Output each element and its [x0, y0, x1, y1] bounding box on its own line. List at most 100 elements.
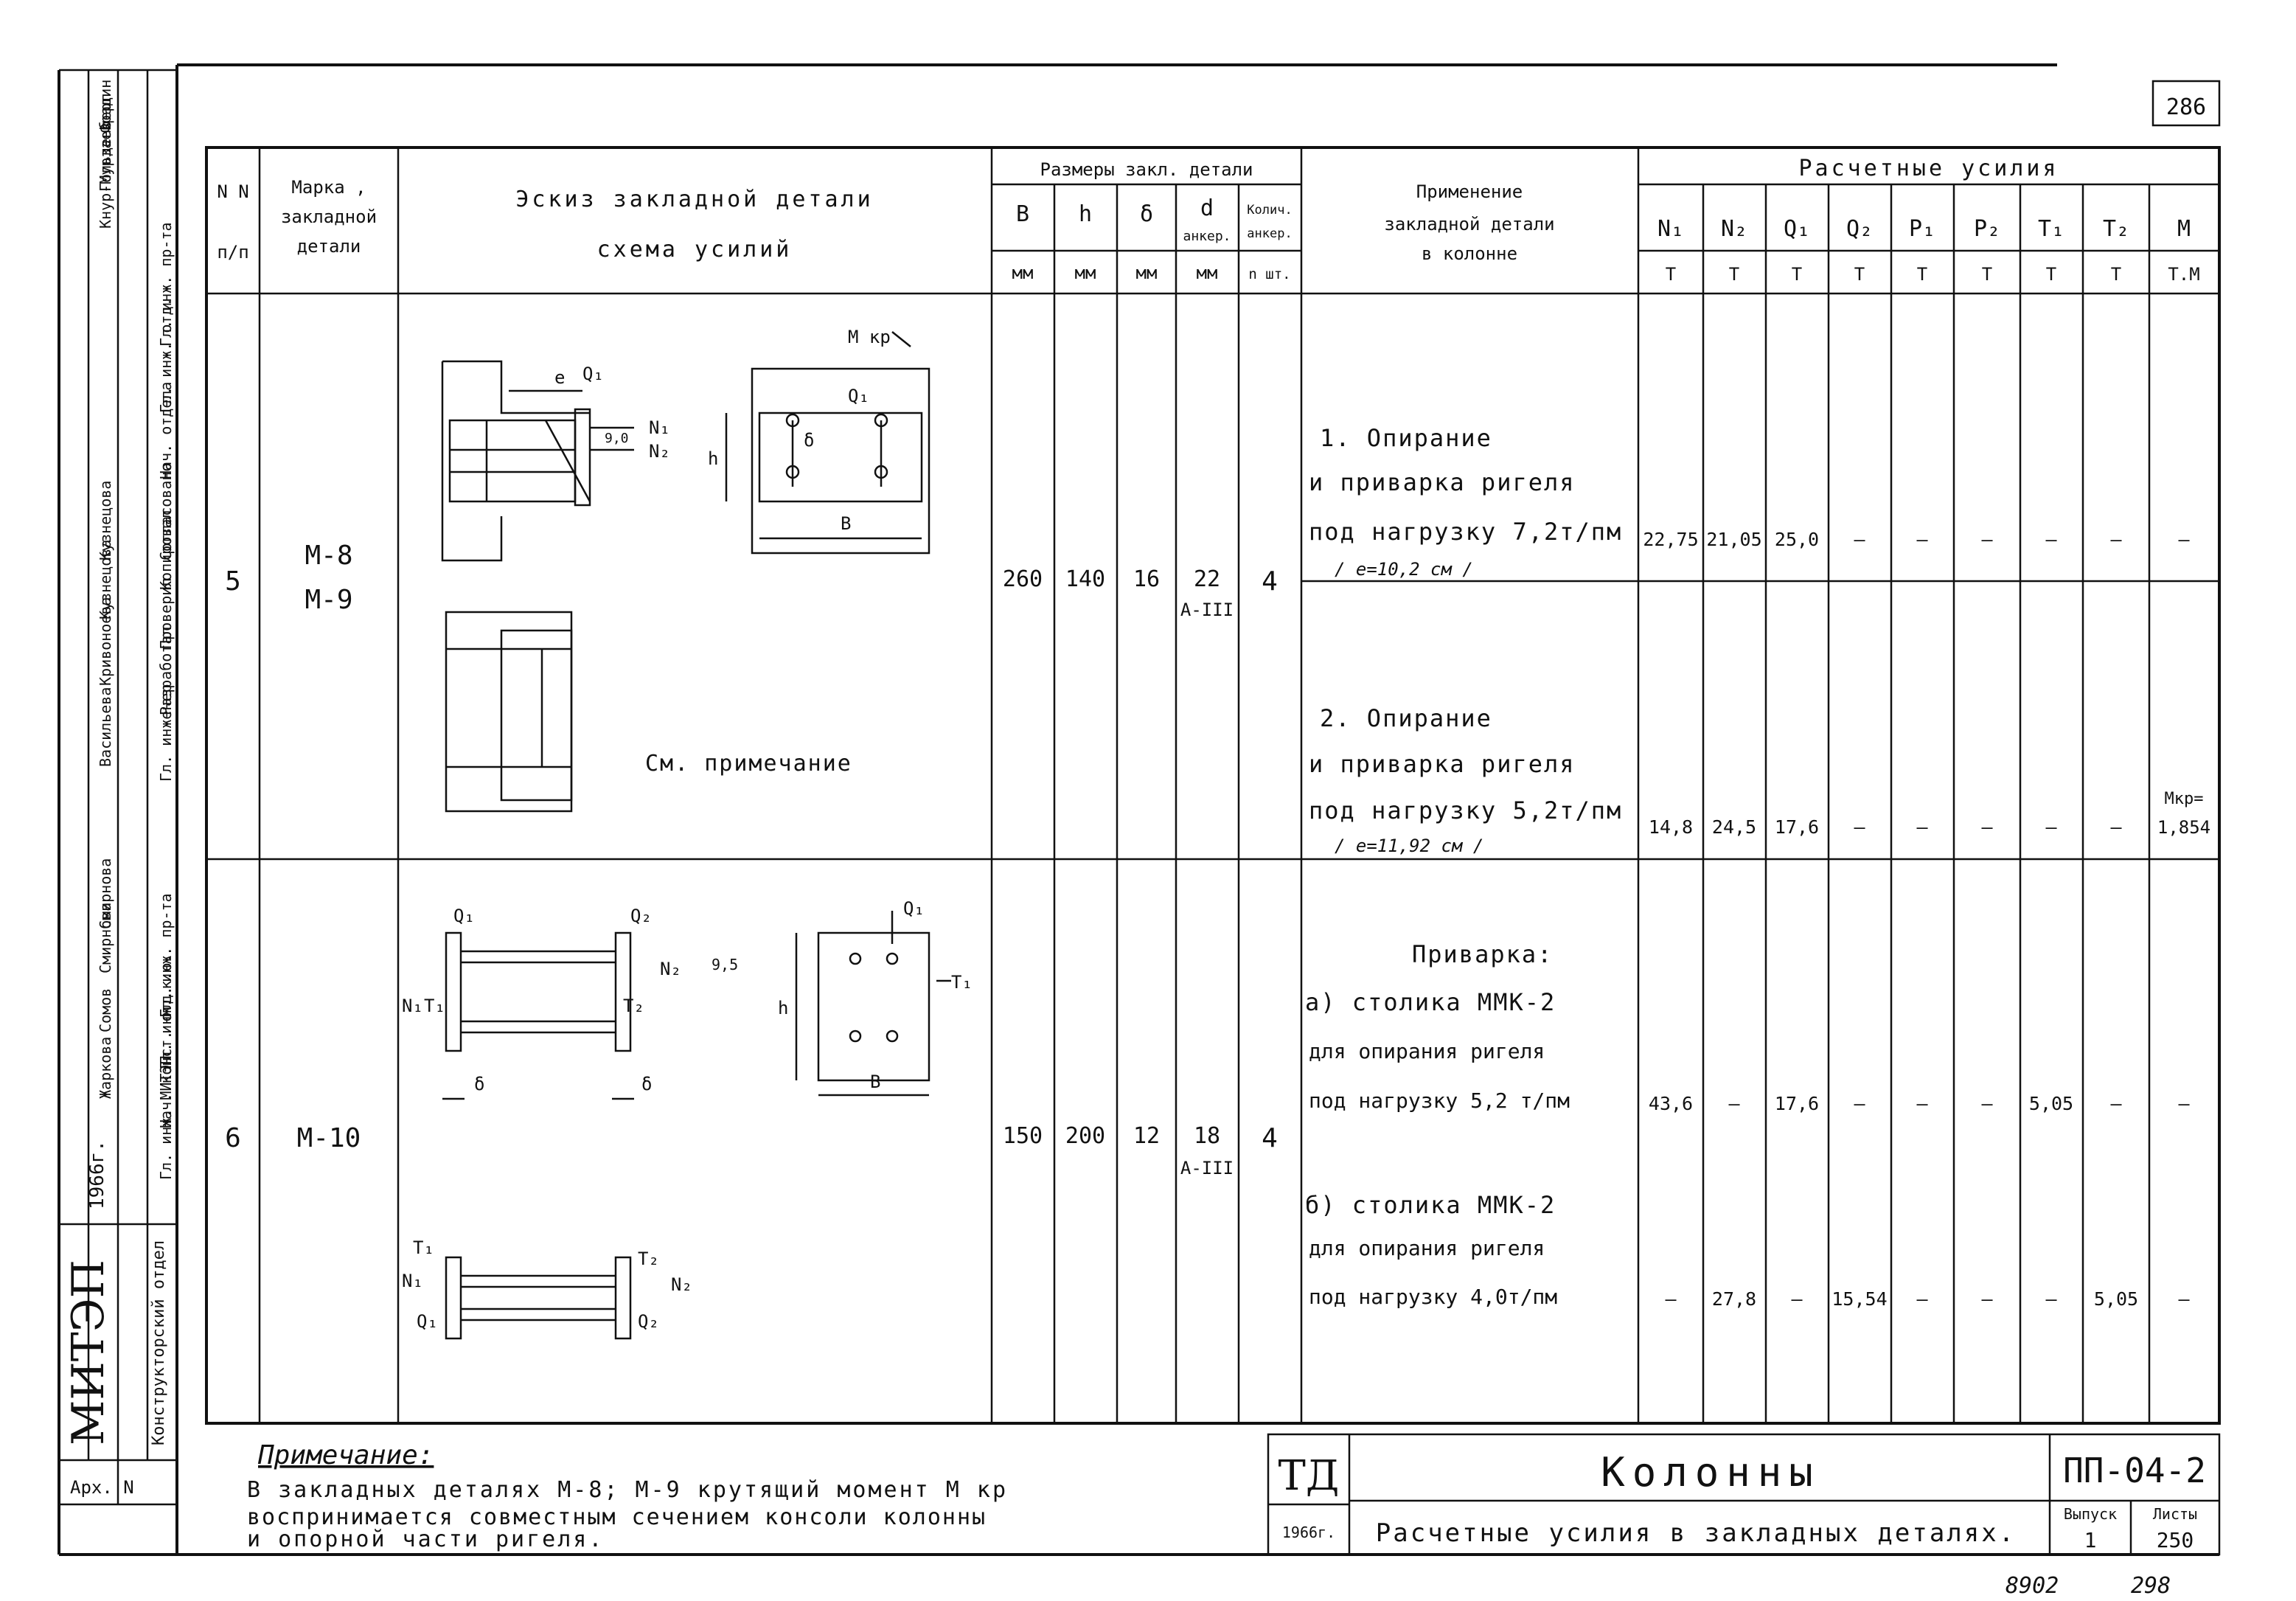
side-role-1: Нач. отдела — [157, 382, 175, 479]
force-r1-c1-8: — — [2110, 529, 2122, 550]
force-r1-c2-5: — — [1916, 816, 1928, 838]
sketch-6-t2-label: T₂ — [623, 996, 644, 1016]
sketch-6-plan-q1-label: Q₁ — [903, 898, 925, 919]
side-role-7: Проверил — [157, 578, 175, 649]
header-force-unit-5: Т — [1917, 264, 1927, 285]
sketch-6-low-t2-label: T₂ — [638, 1248, 659, 1269]
header-application: Применение — [1416, 181, 1523, 202]
force-r2-c1-4: — — [1854, 1093, 1865, 1114]
header-force-5: P₁ — [1909, 216, 1935, 242]
note: Примечание: В закладных деталях М-8; М-9… — [247, 1440, 1006, 1552]
sketch-6-low-q1-label: Q₁ — [417, 1311, 438, 1332]
row-6-case-1-line-3: для опирания ригеля — [1309, 1039, 1545, 1063]
header-force-1: N₁ — [1657, 216, 1684, 242]
side-role-2: Гл. инж. отд. — [157, 297, 175, 413]
header-mark: Марка , — [291, 177, 366, 198]
side-name-11: Жаркова — [97, 1037, 114, 1099]
sketch-6-n2-label: N₂ — [660, 959, 681, 979]
sketch-6-low-n1-label: N₁ — [402, 1271, 423, 1291]
page-number: 286 — [2166, 94, 2206, 120]
force-r1-c1-7: — — [2045, 529, 2057, 550]
force-r1-c1-5: — — [1916, 529, 1928, 550]
side-stamp-dept: Конструкторский отдел — [150, 1240, 168, 1445]
force-r1-c1-2: 21,05 — [1706, 529, 1761, 550]
sketch-5-delta-label: δ — [804, 430, 814, 451]
force-r1-c2-1: 14,8 — [1649, 816, 1693, 838]
header-size-b-unit: мм — [1012, 263, 1034, 283]
sketch-5-n1-label: N₁ — [649, 417, 670, 438]
row-5-case-2-line-2: и приварка ригеля — [1309, 750, 1576, 778]
side-role-11: Гл. инж. к.о. — [157, 954, 175, 1069]
side-name-8: Смирнова — [97, 858, 114, 929]
header-sketch-sub: схема усилий — [597, 237, 793, 263]
sketch-6-low-t1-label: T₁ — [413, 1237, 434, 1258]
side-name-7: Васильева — [97, 687, 114, 767]
header-size-b: B — [1016, 201, 1029, 227]
header-size-h: h — [1079, 201, 1092, 227]
header-application-3: в колонне — [1422, 243, 1517, 264]
header-mark-3: детали — [297, 236, 361, 257]
side-role-12: Гл. инж. пр-та — [157, 893, 175, 1018]
row-6-case-1-line-1: Приварка: — [1412, 940, 1553, 968]
header-force-unit-4: Т — [1854, 264, 1865, 285]
force-r1-c1-6: — — [1981, 529, 1993, 550]
row-6-case-1-line-4: под нагрузку 5,2 т/пм — [1309, 1088, 1570, 1113]
header-mark-2: закладной — [281, 206, 377, 227]
side-name-5: Кузнецова — [97, 540, 114, 619]
title-year: 1966г. — [1282, 1524, 1335, 1541]
side-name-6: Кривоноева — [97, 597, 114, 686]
bottom-number-1: 8902 — [2005, 1573, 2059, 1599]
page-number-box — [2151, 80, 2221, 127]
force-r2-c1-1: 43,6 — [1649, 1093, 1693, 1114]
header-force-unit-1: Т — [1666, 264, 1676, 285]
row-5-d-class: А-III — [1180, 600, 1234, 620]
row-6-d: 18 — [1194, 1123, 1220, 1149]
header-force-3: Q₁ — [1784, 216, 1810, 242]
force-r1-c1-9: — — [2178, 529, 2190, 550]
sketch-6-t1-label: T₁ — [424, 996, 445, 1016]
force-r2-c1-6: — — [1981, 1093, 1993, 1114]
force-r2-c2-7: — — [2045, 1288, 2057, 1310]
side-stamp-org: МИТЭП — [63, 1260, 114, 1445]
row-5-case-2-line-3: под нагрузку 5,2т/пм — [1309, 796, 1622, 824]
side-name-4: Кузнецова — [97, 481, 114, 560]
row-6-case-2-line-2: для опирания ригеля — [1309, 1236, 1545, 1260]
header-force-unit-8: Т — [2111, 264, 2121, 285]
header-force-9: M — [2177, 216, 2191, 242]
side-role-8: Копировал — [157, 510, 175, 590]
force-r2-c2-8: 5,05 — [2094, 1288, 2138, 1310]
force-r1-c1-4: — — [1854, 529, 1865, 550]
note-title: Примечание: — [257, 1440, 434, 1470]
title-main: Колонны — [1601, 1449, 1820, 1496]
row-5-d: 22 — [1194, 566, 1220, 592]
sketch-5-mkr-label: М кр — [848, 327, 891, 347]
side-name-9: Смирнова — [97, 903, 114, 973]
sketch-m8-m9 — [441, 331, 930, 813]
note-line-3: и опорной части ригеля. — [247, 1527, 604, 1552]
force-r2-c1-8: — — [2110, 1093, 2122, 1114]
header-force-8: T₂ — [2103, 216, 2129, 242]
sketch-5-n2-label: N₂ — [649, 441, 670, 462]
force-r2-c2-4: 15,54 — [1831, 1288, 1887, 1310]
side-role-10: Нач. конст. отд. — [157, 986, 175, 1128]
sketch-6-q2-label: Q₂ — [630, 906, 652, 926]
force-r1-c2-3: 17,6 — [1775, 816, 1819, 838]
sketch-5-dim-label: 9,0 — [605, 431, 629, 446]
title-subtitle: Расчетные усилия в закладных деталях. — [1376, 1518, 2016, 1548]
force-r1-c2-6: — — [1981, 816, 1993, 838]
side-role-9: Гл. инж. МИТЭП — [157, 1055, 175, 1180]
force-r2-c1-7: 5,05 — [2029, 1093, 2073, 1114]
side-role-3: Гл. инж. пр-та — [157, 222, 175, 347]
side-name-2: Гольденберг — [97, 94, 114, 192]
row-5-n: 4 — [1262, 566, 1278, 597]
header-force-unit-3: Т — [1792, 264, 1802, 285]
sketch-5-b-label: B — [841, 513, 851, 534]
row-6-num: 6 — [225, 1123, 241, 1153]
sketch-6-low-q2-label: Q₂ — [638, 1311, 659, 1332]
force-r2-c1-9: — — [2178, 1093, 2190, 1114]
side-role-6: Разработал — [157, 627, 175, 715]
row-6-n: 4 — [1262, 1123, 1278, 1153]
